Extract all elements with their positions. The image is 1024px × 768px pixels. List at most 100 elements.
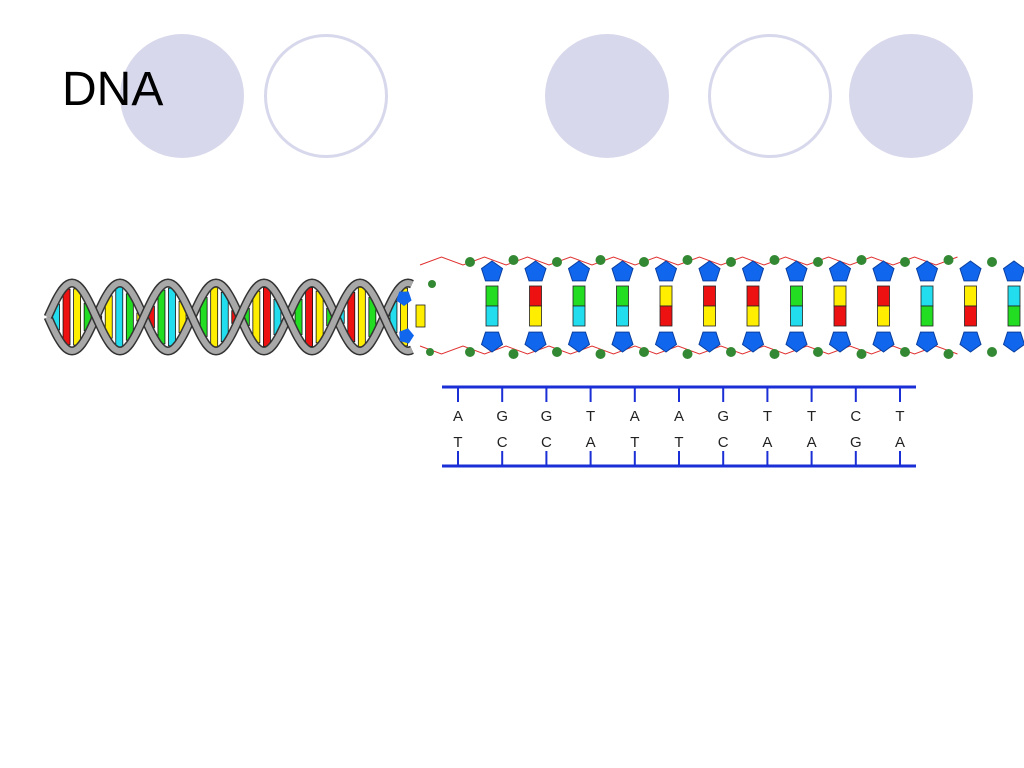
base-letter-bottom: A	[762, 434, 772, 451]
base-bottom	[746, 305, 760, 327]
helix-rung	[315, 290, 324, 344]
base-top	[877, 285, 890, 307]
phosphate-group	[465, 257, 475, 267]
helix-rung	[357, 286, 366, 348]
phosphate-group	[552, 257, 562, 267]
base-bottom	[572, 305, 586, 327]
base-letter-bottom: A	[807, 434, 817, 451]
base-letter-bottom: T	[630, 434, 639, 451]
decorative-circle-filled	[120, 34, 244, 158]
sugar-pentagon	[915, 331, 939, 353]
slide-title: DNA	[62, 63, 164, 116]
base-top	[485, 285, 499, 307]
phosphate-group	[682, 255, 693, 265]
phosphate-group	[639, 347, 649, 357]
helix-rung	[252, 290, 261, 344]
base-bottom	[529, 305, 542, 327]
sugar-pentagon	[959, 331, 982, 353]
base-letter-bottom: C	[497, 434, 508, 451]
sugar-pentagon	[399, 328, 414, 344]
sugar-pentagon	[654, 331, 678, 353]
phosphate-group	[943, 255, 954, 265]
sugar-pentagon	[915, 260, 939, 282]
base-top	[746, 285, 760, 307]
decorative-circle-filled	[545, 34, 669, 158]
sugar-pentagon	[828, 260, 852, 282]
base-letter-top: T	[807, 408, 816, 425]
base-top	[964, 285, 977, 307]
sugar-pentagon	[785, 331, 808, 353]
phosphate-group	[508, 255, 519, 265]
base-letter-top: T	[586, 408, 595, 425]
base-bottom	[1007, 305, 1021, 327]
base-letter-top: G	[541, 408, 553, 425]
sugar-pentagon	[1002, 331, 1024, 353]
base-top	[529, 285, 542, 307]
phosphate-group	[987, 257, 997, 267]
phosphate-group	[813, 257, 823, 267]
sugar-pentagon	[611, 260, 634, 282]
base-letter-bottom: A	[586, 434, 596, 451]
base-letter-top: G	[717, 408, 729, 425]
helix-rung	[115, 286, 124, 348]
base-letter-top: T	[763, 408, 772, 425]
base-top	[703, 285, 716, 307]
decorative-circle-outline	[708, 34, 832, 158]
sugar-pentagon	[611, 331, 634, 353]
decorative-circle-outline	[264, 34, 388, 158]
phosphate-group	[769, 255, 780, 265]
base-top	[616, 285, 629, 307]
base-bottom	[920, 305, 934, 327]
base-letter-top: A	[453, 408, 463, 425]
base-letter-bottom: A	[895, 434, 905, 451]
sugar-pentagon	[698, 331, 721, 353]
sugar-pentagon	[698, 260, 721, 282]
sugar-pentagon	[872, 331, 895, 353]
base-letter-bottom: C	[718, 434, 729, 451]
base-top	[833, 285, 847, 307]
phosphate-group	[856, 255, 867, 265]
sugar-pentagon	[480, 331, 504, 353]
phosphate-group	[856, 349, 867, 359]
base-letter-bottom: T	[674, 434, 683, 451]
phosphate-group	[682, 349, 693, 359]
sugar-pentagon	[828, 331, 852, 353]
sugar-pentagon	[567, 260, 591, 282]
sugar-pentagon	[524, 260, 547, 282]
helix-rung	[210, 286, 219, 348]
sugar-pentagon	[741, 331, 765, 353]
decorative-circle-filled	[849, 34, 973, 158]
phosphate-group	[426, 348, 434, 356]
phosphate-group	[465, 347, 475, 357]
sugar-pentagon	[1002, 260, 1024, 282]
base-bottom	[790, 305, 803, 327]
helix-rung	[73, 288, 81, 346]
phosphate-group	[726, 257, 736, 267]
dna-unwound-ladder	[396, 255, 1024, 359]
phosphate-group	[900, 347, 910, 357]
base-bottom	[964, 305, 977, 327]
base-letter-bottom: G	[850, 434, 862, 451]
phosphate-group	[813, 347, 823, 357]
base-letter-top: A	[674, 408, 684, 425]
helix-strand	[45, 279, 414, 355]
base-letter-top: C	[850, 408, 861, 425]
sugar-pentagon	[872, 260, 895, 282]
base-top	[659, 285, 673, 307]
helix-rung	[305, 287, 313, 347]
base-top	[415, 304, 426, 328]
phosphate-group	[769, 349, 780, 359]
phosphate-group	[726, 347, 736, 357]
sugar-pentagon	[959, 260, 982, 282]
base-bottom	[659, 305, 673, 327]
phosphate-group	[595, 255, 606, 265]
base-letter-top: G	[496, 408, 508, 425]
phosphate-group	[428, 280, 436, 288]
phosphate-group	[595, 349, 606, 359]
base-letter-bottom: T	[453, 434, 462, 451]
helix-rung	[168, 287, 176, 347]
helix-strand	[45, 279, 414, 355]
base-top	[1007, 285, 1021, 307]
sugar-pentagon	[567, 331, 591, 353]
